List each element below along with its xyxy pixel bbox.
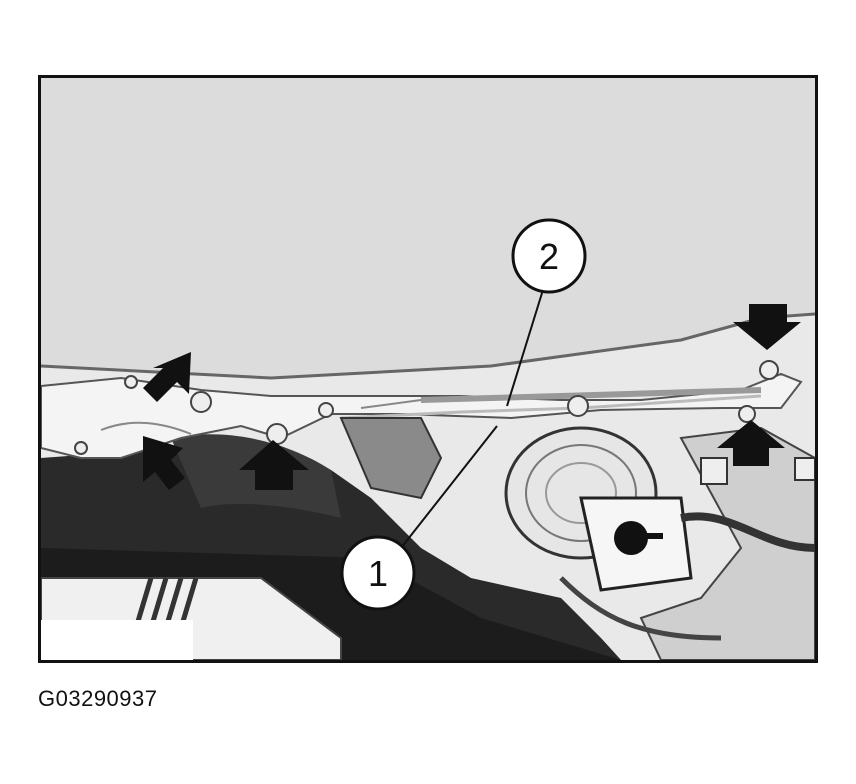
bolts: [74, 360, 779, 455]
reservoir-cap: [614, 521, 648, 555]
wiper-linkage-rod-lower: [340, 394, 762, 420]
arrow-down-icon: [733, 304, 801, 350]
connector: [700, 457, 728, 485]
callout-2-label: 2: [539, 236, 559, 277]
callout-1: 1: [340, 535, 416, 611]
wiper-assembly-illustration: 2 1: [41, 78, 815, 660]
arrow-up-icon: [717, 420, 785, 466]
figure-id: G03290937: [38, 686, 158, 711]
compartment: [339, 417, 443, 500]
callout-1-label: 1: [368, 553, 388, 594]
arrows: [143, 304, 801, 490]
label-patch: [41, 620, 193, 660]
hose-lower: [559, 576, 722, 641]
callout-2: 2: [511, 218, 587, 294]
arrow-up-right-icon: [143, 436, 185, 490]
arrow-up-icon: [239, 440, 309, 490]
callout-1-leader: [400, 425, 498, 549]
figure-frame: 2 1: [38, 75, 818, 663]
hose: [680, 512, 815, 552]
frame-detail-curve: [100, 421, 192, 435]
right-structure: [639, 426, 815, 660]
arrow-down-right-icon: [143, 352, 191, 402]
wiper-linkage-rod: [420, 387, 762, 403]
